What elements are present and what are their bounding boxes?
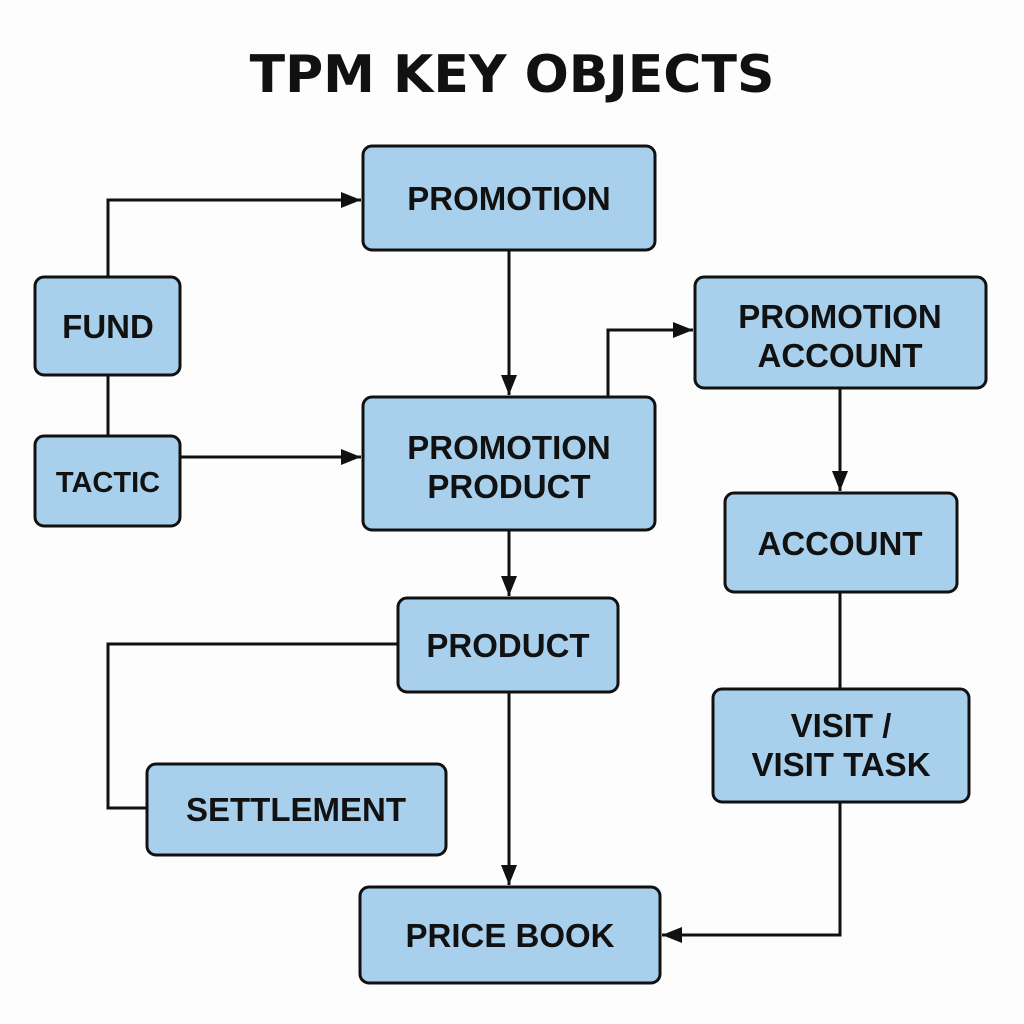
node-label: ACCOUNT bbox=[758, 525, 923, 562]
node-label: PRICE BOOK bbox=[405, 917, 614, 954]
node-fund: FUND bbox=[33, 275, 182, 377]
node-settlement: SETTLEMENT bbox=[145, 762, 448, 857]
node-account: ACCOUNT bbox=[723, 491, 959, 594]
node-label: PROMOTION bbox=[407, 180, 611, 217]
connector-fund-promotion bbox=[106, 192, 361, 277]
node-label: VISIT / bbox=[791, 707, 892, 744]
node-label: PRODUCT bbox=[426, 627, 589, 664]
connector-product-settlement bbox=[106, 642, 398, 810]
node-promotion: PROMOTION bbox=[361, 144, 657, 252]
node-label: PROMOTION bbox=[738, 298, 942, 335]
diagram-title: TPM KEY OBJECTS bbox=[250, 45, 775, 105]
node-label: SETTLEMENT bbox=[186, 791, 406, 828]
node-label: TACTIC bbox=[56, 467, 160, 499]
node-label: FUND bbox=[62, 308, 154, 345]
connector-promotion-product-promotion-account bbox=[606, 322, 693, 397]
node-tactic: TACTIC bbox=[33, 434, 182, 528]
node-label: VISIT TASK bbox=[751, 746, 930, 783]
node-label: PRODUCT bbox=[427, 468, 590, 505]
node-product: PRODUCT bbox=[396, 596, 620, 694]
node-label: PROMOTION bbox=[407, 429, 611, 466]
node-promotion-account: PROMOTION ACCOUNT bbox=[693, 275, 988, 390]
node-label: ACCOUNT bbox=[758, 337, 923, 374]
connector-visit-price-book bbox=[662, 802, 842, 943]
node-visit-task: VISIT / VISIT TASK bbox=[711, 687, 971, 804]
node-price-book: PRICE BOOK bbox=[358, 885, 662, 985]
node-promotion-product: PROMOTION PRODUCT bbox=[361, 395, 657, 532]
